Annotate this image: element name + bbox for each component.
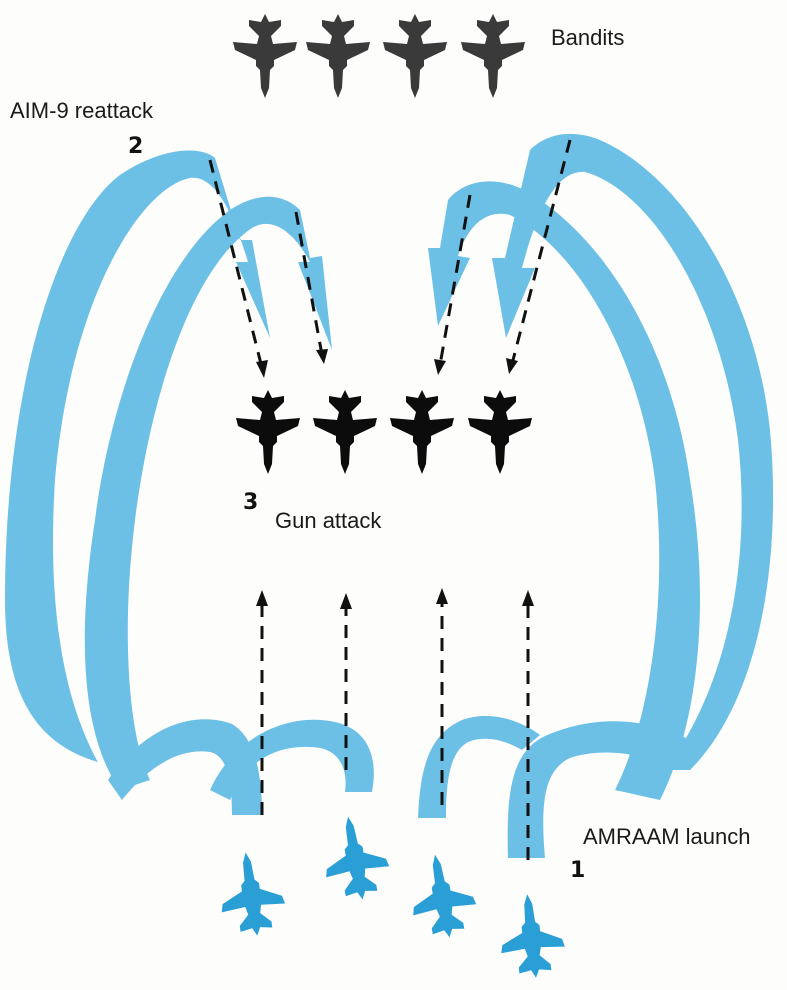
friendly-jet-icon bbox=[214, 848, 289, 940]
friendly-jet-icon bbox=[316, 811, 394, 905]
ribbon-left-inner bbox=[85, 197, 332, 790]
gun-attack-label: Gun attack bbox=[275, 508, 381, 534]
ribbon-right-inner bbox=[428, 181, 700, 800]
bandit-jet-icon bbox=[390, 390, 454, 474]
arrow-head-icon bbox=[340, 593, 352, 609]
bandit-jet-icon bbox=[306, 14, 370, 98]
arrow-head-icon bbox=[522, 590, 534, 606]
missile-arrowheads bbox=[256, 349, 534, 609]
arrow-head-icon bbox=[256, 590, 268, 606]
friendly-jet-icon bbox=[403, 849, 481, 943]
bandit-jet-icon bbox=[236, 390, 300, 474]
bandit-jet-icon bbox=[461, 14, 525, 98]
friendly-jet-icon bbox=[495, 891, 567, 981]
amraam-launch-label: AMRAAM launch bbox=[583, 824, 751, 850]
step-3-marker: 3 bbox=[243, 490, 258, 515]
bandit-jet-icon bbox=[313, 390, 377, 474]
bandit-jet-icon bbox=[468, 390, 532, 474]
arrow-head-icon bbox=[436, 588, 448, 604]
bandit-jet-icon bbox=[383, 14, 447, 98]
bandit-group-far bbox=[233, 14, 525, 98]
arrow-head-icon bbox=[256, 360, 268, 378]
arrow-head-icon bbox=[506, 358, 518, 374]
bandit-jet-icon bbox=[233, 14, 297, 98]
step-1-marker: 1 bbox=[570, 858, 585, 883]
bandit-group-engaged bbox=[236, 390, 532, 474]
step-2-marker: 2 bbox=[128, 134, 143, 159]
arrow-head-icon bbox=[316, 349, 328, 364]
aim9-reattack-label: AIM-9 reattack bbox=[10, 98, 153, 124]
arrow-head-icon bbox=[434, 359, 446, 375]
bandits-label: Bandits bbox=[551, 25, 624, 51]
flight-path-ribbons bbox=[5, 134, 773, 858]
